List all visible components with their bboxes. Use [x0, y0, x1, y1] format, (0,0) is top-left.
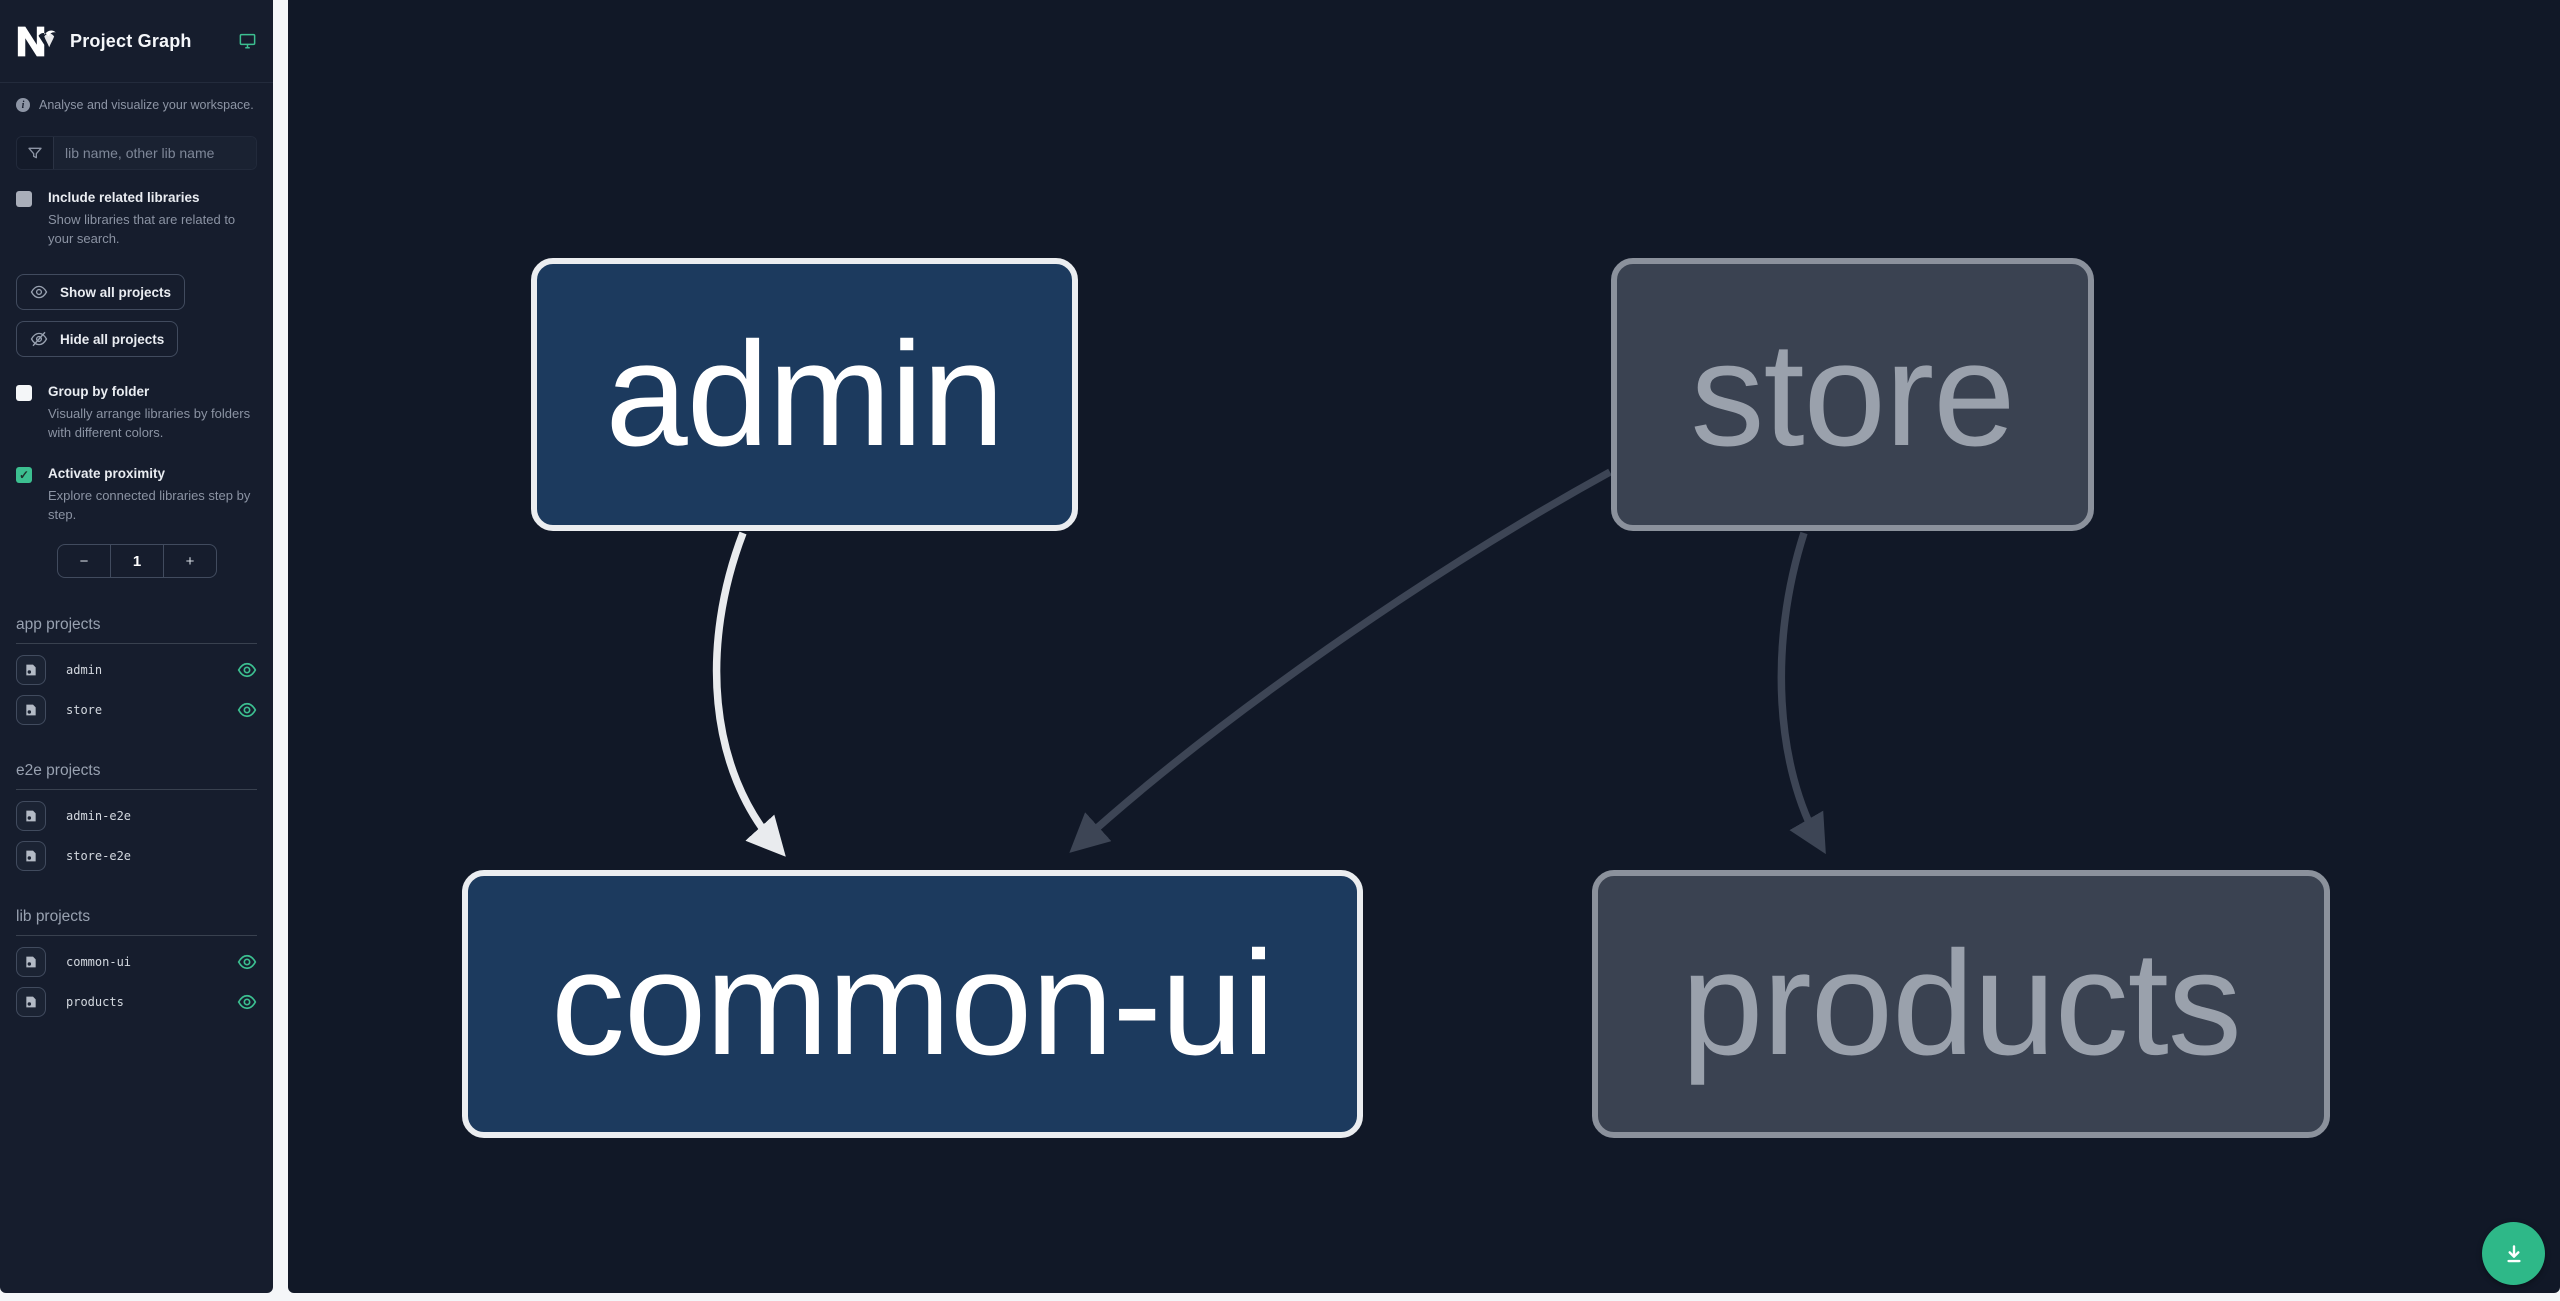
focus-project-icon[interactable]	[16, 841, 46, 871]
eye-icon	[30, 285, 48, 299]
section-title: lib projects	[16, 908, 257, 936]
proximity-stepper: − 1 +	[57, 544, 217, 578]
project-name: store	[66, 703, 103, 717]
focus-project-icon[interactable]	[16, 655, 46, 685]
activate-proximity-checkbox[interactable]: ✓	[16, 467, 32, 483]
group-by-folder-description: Visually arrange libraries by folders wi…	[48, 406, 251, 440]
search-input[interactable]	[54, 137, 256, 169]
project-name: products	[66, 995, 124, 1009]
section-title: e2e projects	[16, 762, 257, 790]
activate-proximity-description: Explore connected libraries step by step…	[48, 488, 251, 522]
download-icon	[2506, 1244, 2521, 1262]
include-related-row: ✓ Include related libraries Show librari…	[16, 190, 257, 248]
focus-project-icon[interactable]	[16, 947, 46, 977]
project-row-store-e2e: store-e2e	[16, 841, 257, 871]
graph-node-common-ui[interactable]: common-ui	[462, 870, 1363, 1138]
include-related-checkbox[interactable]: ✓	[16, 191, 32, 207]
group-by-folder-checkbox[interactable]: ✓	[16, 385, 32, 401]
project-row-admin-e2e: admin-e2e	[16, 801, 257, 831]
project-search	[16, 136, 257, 170]
filter-funnel-icon	[17, 137, 54, 169]
stepper-increment-button[interactable]: +	[163, 545, 216, 577]
hide-all-projects-button[interactable]: Hide all projects	[16, 321, 179, 357]
activate-proximity-label: Activate proximity	[48, 466, 166, 481]
eye-off-icon	[30, 331, 48, 347]
download-graph-button[interactable]	[2482, 1222, 2545, 1285]
edge-store-to-common-ui	[1069, 468, 1612, 853]
project-row-store: store	[16, 695, 257, 725]
toggle-visibility-eye-icon[interactable]	[237, 660, 257, 680]
project-row-products: products	[16, 987, 257, 1017]
monitor-icon[interactable]	[238, 32, 257, 50]
workspace-tagline: i Analyse and visualize your workspace.	[16, 98, 257, 112]
activate-proximity-row: ✓ Activate proximity Explore connected l…	[16, 466, 257, 524]
include-related-description: Show libraries that are related to your …	[48, 212, 236, 246]
focus-project-icon[interactable]	[16, 987, 46, 1017]
graph-canvas[interactable]: admin store common-ui products	[288, 0, 2560, 1293]
edge-admin-to-common-ui	[712, 531, 786, 857]
sidebar: Project Graph i Analyse and visualize yo…	[0, 0, 273, 1293]
project-name: store-e2e	[66, 849, 132, 863]
graph-node-store[interactable]: store	[1611, 258, 2094, 531]
project-name: admin	[66, 663, 103, 677]
graph-node-admin[interactable]: admin	[531, 258, 1078, 531]
show-all-label: Show all projects	[60, 284, 172, 300]
project-row-common-ui: common-ui	[16, 947, 257, 977]
graph-node-products[interactable]: products	[1592, 870, 2330, 1138]
toggle-visibility-eye-icon[interactable]	[237, 700, 257, 720]
focus-project-icon[interactable]	[16, 695, 46, 725]
toggle-visibility-eye-icon[interactable]	[237, 992, 257, 1012]
sidebar-header: Project Graph	[0, 0, 273, 83]
show-all-projects-button[interactable]: Show all projects	[16, 274, 186, 310]
section-title: app projects	[16, 616, 257, 644]
toggle-visibility-eye-icon[interactable]	[237, 952, 257, 972]
stepper-decrement-button[interactable]: −	[79, 552, 89, 570]
app-title: Project Graph	[70, 30, 192, 51]
group-by-folder-label: Group by folder	[48, 384, 150, 399]
dependency-edges	[712, 468, 1826, 857]
group-by-folder-row: ✓ Group by folder Visually arrange libra…	[16, 384, 257, 442]
edge-store-to-products	[1777, 531, 1826, 855]
project-row-admin: admin	[16, 655, 257, 685]
section-app-projects: app projects admin	[0, 616, 273, 725]
stepper-value: 1	[110, 545, 163, 577]
project-name: admin-e2e	[66, 809, 132, 823]
info-icon: i	[16, 98, 30, 112]
section-e2e-projects: e2e projects admin-e2e store-	[0, 762, 273, 871]
project-name: common-ui	[66, 955, 132, 969]
hide-all-label: Hide all projects	[60, 331, 165, 347]
nx-logo-icon	[17, 26, 56, 56]
section-lib-projects: lib projects common-ui	[0, 908, 273, 1017]
focus-project-icon[interactable]	[16, 801, 46, 831]
include-related-label: Include related libraries	[48, 190, 200, 205]
